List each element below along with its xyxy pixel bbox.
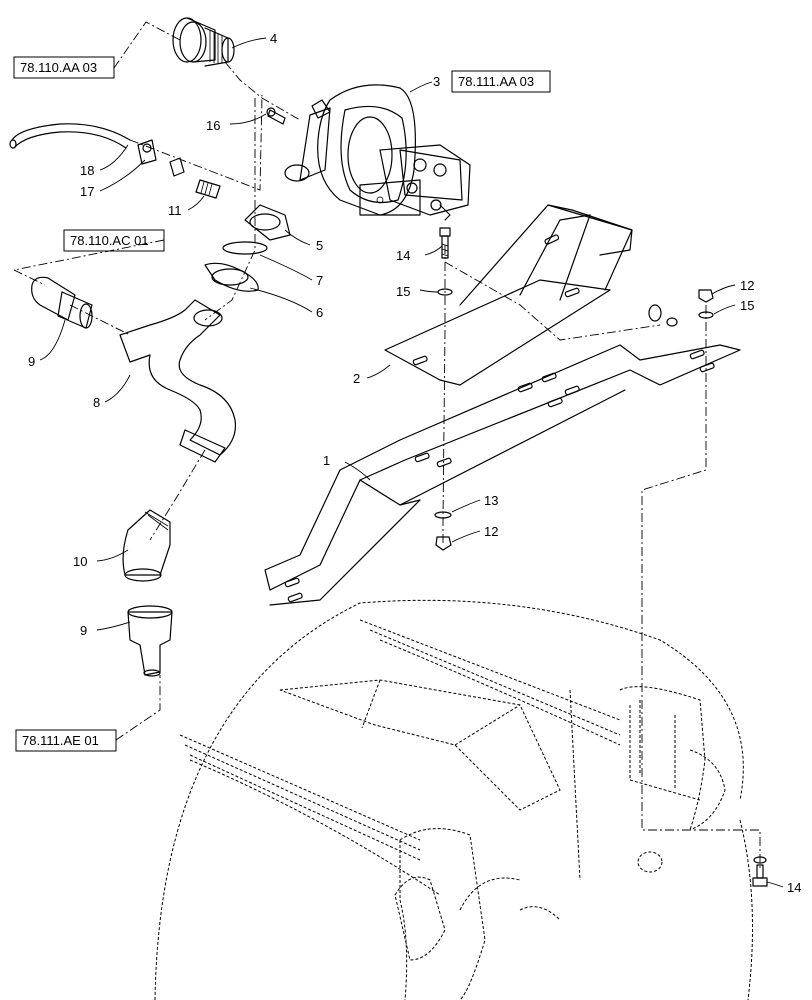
- washer-part-15-right[interactable]: [698, 311, 714, 319]
- washer-bracket-right[interactable]: [648, 304, 678, 327]
- callout-14-upper: 14: [396, 248, 410, 263]
- centerline-hose: [129, 94, 263, 191]
- reference-box-78-110-aa-03[interactable]: 78.110.AA 03: [13, 56, 115, 79]
- callout-16: 16: [206, 118, 220, 133]
- flange-part-5[interactable]: [244, 204, 291, 241]
- fitting-part-17[interactable]: [137, 139, 185, 177]
- reference-leader-bottom: [115, 675, 161, 741]
- centerline-bolt-diagonal: [444, 261, 661, 341]
- callout-15-left: 15: [396, 284, 410, 299]
- reference-label: 78.110.AC 01: [70, 233, 149, 248]
- callout-14-lower: 14: [787, 880, 801, 895]
- bolt-part-14-lower[interactable]: [752, 856, 768, 887]
- tractor-hood-outline: [154, 599, 753, 1000]
- callout-3: 3: [433, 74, 440, 89]
- centerline-gasket-stack: [204, 98, 256, 321]
- rail-part-1[interactable]: [264, 344, 741, 606]
- reference-leader-top: [113, 21, 181, 69]
- reference-label: 78.111.AA 03: [458, 74, 534, 89]
- pin-part-16[interactable]: [266, 107, 286, 125]
- reference-label: 78.111.AE 01: [22, 733, 99, 748]
- centerline-bolt-right: [641, 305, 761, 870]
- reference-box-78-111-ae-01[interactable]: 78.111.AE 01: [15, 729, 117, 752]
- nut-part-12-upper[interactable]: [698, 289, 714, 303]
- coupling-part-9-lower[interactable]: [127, 605, 173, 677]
- callout-10: 10: [73, 554, 87, 569]
- centerline-fitting-to-pump: [224, 61, 301, 121]
- reference-box-78-111-aa-03[interactable]: 78.111.AA 03: [451, 70, 551, 93]
- reference-label: 78.110.AA 03: [20, 60, 97, 75]
- hose-part-18[interactable]: [9, 123, 131, 149]
- callout-6: 6: [316, 305, 323, 320]
- fitting-part-4[interactable]: [172, 17, 235, 67]
- callout-15-right: 15: [740, 298, 754, 313]
- callout-17: 17: [80, 184, 94, 199]
- pump-part-3[interactable]: [284, 84, 471, 221]
- pipe-part-8[interactable]: [119, 299, 237, 463]
- elbow-part-10[interactable]: [122, 509, 171, 582]
- callout-2: 2: [353, 371, 360, 386]
- centerline-bolt-left: [442, 245, 446, 545]
- callout-13: 13: [484, 493, 498, 508]
- callout-9-upper: 9: [28, 354, 35, 369]
- callout-7: 7: [316, 273, 323, 288]
- coupling-part-9-upper[interactable]: [31, 276, 93, 329]
- callout-12-upper: 12: [740, 278, 754, 293]
- callout-numbers: 4 3 16 18 17 11 5 7 6 14 15 12 15 9 8 2 …: [28, 31, 801, 895]
- bracket-part-2[interactable]: [384, 204, 633, 386]
- callout-1: 1: [323, 453, 330, 468]
- callout-leaders: [39, 37, 784, 888]
- callout-8: 8: [93, 395, 100, 410]
- callout-11: 11: [168, 203, 182, 218]
- bolt-part-14-upper[interactable]: [439, 227, 451, 259]
- callout-12-lower: 12: [484, 524, 498, 539]
- callout-9-lower: 9: [80, 623, 87, 638]
- gasket-part-7[interactable]: [222, 241, 268, 255]
- fitting-part-11[interactable]: [195, 179, 221, 199]
- centerline-coupling: [69, 304, 131, 336]
- nut-part-12-lower[interactable]: [435, 536, 452, 551]
- callout-18: 18: [80, 163, 94, 178]
- callout-4: 4: [270, 31, 277, 46]
- centerline-elbow: [149, 449, 206, 541]
- reference-box-78-110-ac-01[interactable]: 78.110.AC 01: [63, 229, 165, 252]
- clamp-part-6[interactable]: [204, 262, 259, 292]
- callout-5: 5: [316, 238, 323, 253]
- washer-part-13[interactable]: [434, 511, 452, 519]
